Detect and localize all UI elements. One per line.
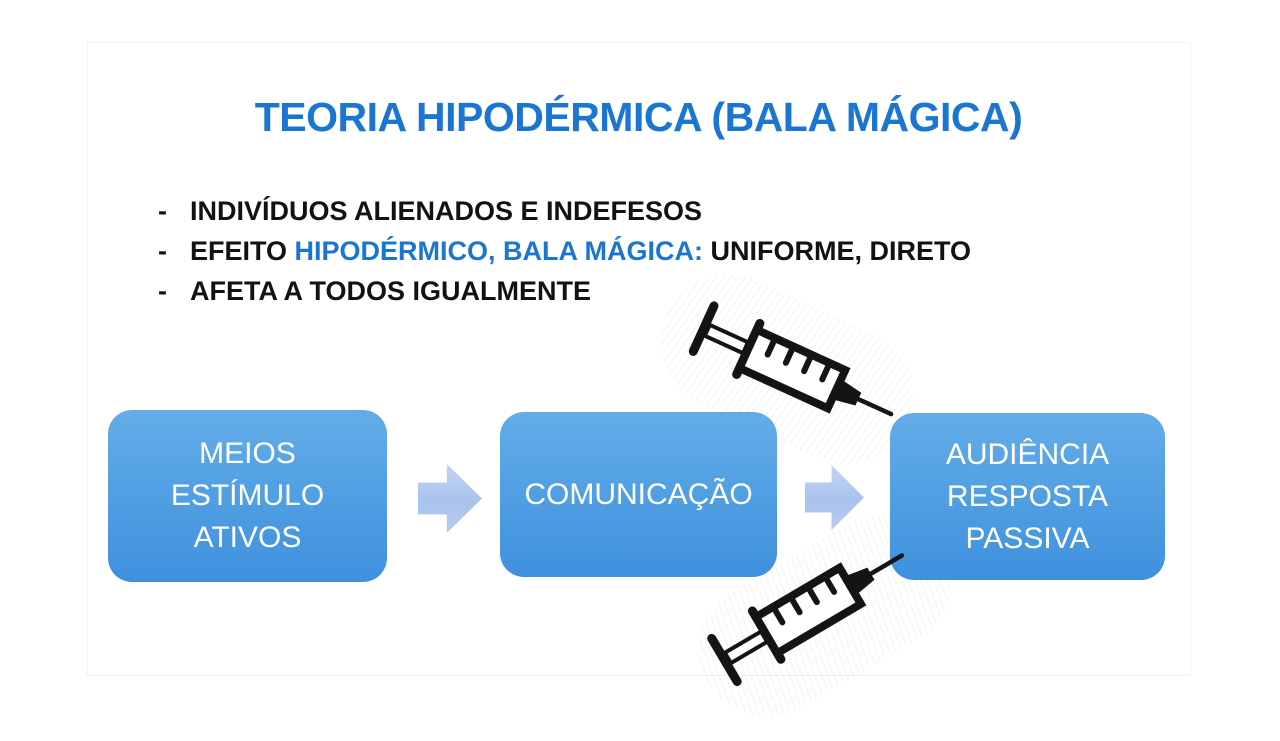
bullet-text-1: INDIVÍDUOS ALIENADOS E INDEFESOS — [190, 196, 703, 226]
flow-box-audiencia: AUDIÊNCIA RESPOSTA PASSIVA — [890, 413, 1165, 580]
bullet-text-3: AFETA A TODOS IGUALMENTE — [190, 276, 591, 306]
flow-box-meios: MEIOS ESTÍMULO ATIVOS — [108, 410, 387, 582]
bullet-item-3: - AFETA A TODOS IGUALMENTE — [158, 271, 1158, 311]
bullet-2-seg-black: EFEITO — [190, 236, 295, 266]
bullet-text-2: EFEITO HIPODÉRMICO, BALA MÁGICA: UNIFORM… — [190, 231, 971, 271]
flow-box-comunicacao: COMUNICAÇÃO — [500, 412, 777, 577]
page-title: TEORIA HIPODÉRMICA (BALA MÁGICA) — [254, 94, 1023, 140]
bullet-2-seg-black-2: UNIFORME, DIRETO — [703, 236, 972, 266]
bullet-item-2: - EFEITO HIPODÉRMICO, BALA MÁGICA: UNIFO… — [158, 231, 1158, 271]
bullet-item-1: - INDIVÍDUOS ALIENADOS E INDEFESOS — [158, 191, 1158, 231]
bullet-list: - INDIVÍDUOS ALIENADOS E INDEFESOS - EFE… — [158, 191, 1158, 311]
bullet-dash: - — [158, 276, 167, 306]
bullet-dash: - — [158, 236, 167, 266]
bullet-2-seg-blue: HIPODÉRMICO, BALA MÁGICA: — [294, 236, 704, 266]
bullet-dash: - — [158, 196, 167, 226]
